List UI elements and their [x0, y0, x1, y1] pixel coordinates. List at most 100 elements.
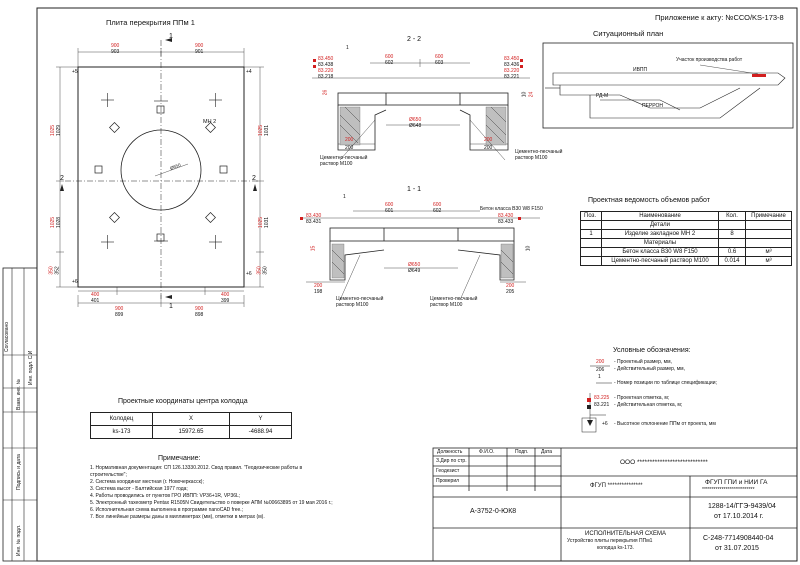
- legend-text-5: - Действительная отметка, м;: [614, 402, 683, 408]
- s22-d10: 10: [521, 91, 528, 98]
- col-name: Наименование: [601, 211, 719, 221]
- s22-dim-1: 600: [385, 54, 394, 60]
- note-line: строительстве";: [90, 472, 127, 478]
- situation-apron: ПЕРРОН: [642, 103, 663, 109]
- legend-design-mark: 83.225: [594, 395, 610, 401]
- sidebar-inv-sub: Инв. подл. С.И: [28, 350, 34, 385]
- legend-title: Условные обозначения:: [613, 347, 691, 354]
- s11-d200: 200: [314, 283, 323, 289]
- s11-mark-l2: 83.431: [306, 219, 322, 225]
- s11-d10: 10: [525, 245, 532, 252]
- plan-section-mark-top: 1: [169, 33, 173, 40]
- plan-dim-left-1a: 1029: [56, 124, 63, 137]
- note-line: 6. Исполнительная схема выполнена в прог…: [90, 507, 244, 513]
- legend-text-3: - Номер позиции по таблице спецификации;: [614, 380, 717, 386]
- s22-d200: 200: [345, 137, 354, 143]
- plan-dim-bot-3: 900: [115, 306, 124, 312]
- note-line: 1. Нормативная документация: СП 126.1333…: [90, 465, 303, 471]
- stamp-company: ООО ****************************: [620, 459, 708, 466]
- table-row: Материалы: [580, 238, 792, 248]
- plan-dim-bot-2a: 399: [221, 298, 230, 304]
- embedded-part-label: МН 2: [203, 119, 217, 125]
- note-line: 4. Работы проводились от пунктов ГРО ИВП…: [90, 493, 241, 499]
- stamp-col-name: Ф.И.О.: [479, 449, 495, 455]
- s22-position-mark: 1: [346, 45, 349, 51]
- s22-mark-l2: 83.438: [318, 62, 334, 68]
- s11-d198: 198: [314, 289, 323, 295]
- plan-title: Плита перекрытия ППм 1: [106, 18, 195, 27]
- plan-dim-bot-1: 400: [91, 292, 100, 298]
- s22-dim-2a: 603: [435, 60, 444, 66]
- s11-mortar-left: Цементно-песчаный раствор М100: [336, 296, 384, 308]
- stamp-doc-code: А-3752-0-ЮК8: [470, 508, 517, 515]
- table-header-row: Поз. Наименование Кол. Примечание: [580, 211, 792, 221]
- legend-actual-mark: 83.221: [594, 402, 610, 408]
- stamp-desc-3: колодца ks-173.: [597, 545, 634, 551]
- table-row: ks-173 15972.65 -4688.94: [90, 425, 292, 439]
- stamp-institute: ФГУП ГПИ и НИИ ГА: [705, 479, 768, 486]
- s11-dim-1: 600: [385, 202, 394, 208]
- sidebar-replace-inv: Взам. инв. №: [16, 379, 22, 410]
- s22-mark-r3: 83.220: [504, 68, 520, 74]
- s22-dia: Ø650: [409, 117, 422, 123]
- coords-title: Проектные координаты центра колодца: [118, 398, 248, 405]
- legend-actual-dim: 206: [596, 367, 605, 373]
- s22-mark-r1: 83.450: [504, 56, 520, 62]
- s11-mark-l1: 83.430: [306, 213, 322, 219]
- legend-design-dim: 200: [596, 359, 605, 365]
- coords-col-well: Колодец: [90, 412, 153, 426]
- plan-dim-bot-1a: 401: [91, 298, 100, 304]
- stamp-col-position: Должность: [437, 449, 463, 455]
- s11-d200b: 200: [506, 283, 515, 289]
- s22-dim-1a: 602: [385, 60, 394, 66]
- s22-dim-2: 600: [435, 54, 444, 60]
- s22-mark-r4: 83.221: [504, 74, 520, 80]
- volume-table: Поз. Наименование Кол. Примечание Детали…: [580, 211, 792, 266]
- coords-col-x: X: [152, 412, 230, 426]
- stamp-desc-1: ИСПОЛНИТЕЛЬНАЯ СХЕМА: [585, 531, 667, 537]
- stamp-col-date: Дата: [541, 449, 553, 455]
- s22-d200a: 200: [345, 145, 354, 151]
- col-pos: Поз.: [580, 211, 602, 221]
- situation-title: Ситуационный план: [593, 29, 664, 38]
- stamp-stars: ***************************: [702, 487, 755, 493]
- s11-dia-a: Ø649: [408, 268, 421, 274]
- s22-mark-r2: 83.436: [504, 62, 520, 68]
- plan-dim-left-2a: 1028: [56, 216, 63, 229]
- stamp-row-checked: Проверил: [436, 478, 460, 484]
- plan-dim-top-1: 900: [111, 43, 120, 49]
- plan-section-mark-bottom: 1: [169, 303, 173, 310]
- stamp-contract-3: С-248-7714908440-04: [703, 535, 774, 542]
- situation-taxiway: РД-М: [596, 93, 609, 99]
- corner-deviation-tr: +4: [246, 69, 252, 75]
- plan-dim-top-2a: 901: [195, 49, 204, 55]
- stamp-col-sign: Подп.: [515, 449, 529, 455]
- plan-dim-top-1a: 903: [111, 49, 120, 55]
- s22-dia-a: Ø648: [409, 123, 422, 129]
- legend-text-2: - Действительный размер, мм,: [614, 366, 686, 372]
- corner-deviation-br: +6: [246, 271, 252, 277]
- plan-dim-bot-2: 400: [221, 292, 230, 298]
- legend-text-4: - Проектная отметка, м;: [614, 395, 670, 401]
- legend-position: 1: [598, 374, 601, 380]
- stamp-fgup: ФГУП ***************: [590, 483, 643, 489]
- s11-mortar-right: Цементно-песчаный раствор М100: [430, 296, 478, 308]
- plan-dim-top-2: 900: [195, 43, 204, 49]
- s22-d200c: 200: [484, 145, 493, 151]
- stamp-contract-date-2: от 31.07.2015: [715, 545, 759, 552]
- plan-section-mark-right: 2: [252, 175, 256, 182]
- note-line: 2. Система координат местная (г. Новочер…: [90, 479, 204, 485]
- subheader-parts: Детали: [601, 220, 719, 230]
- col-note: Примечание: [745, 211, 792, 221]
- note-line: 3. Система высот - Балтийская 1977 года;: [90, 486, 188, 492]
- subheader-materials: Материалы: [601, 238, 719, 248]
- coords-table: Колодец X Y ks-173 15972.65 -4688.94: [90, 412, 292, 439]
- corner-deviation-bl: +6: [72, 279, 78, 285]
- legend-text-1: - Проектный размер, мм,: [614, 359, 672, 365]
- s11-mark-r1: 83.430: [498, 213, 514, 219]
- plan-dim-right-3a: 350: [262, 266, 269, 275]
